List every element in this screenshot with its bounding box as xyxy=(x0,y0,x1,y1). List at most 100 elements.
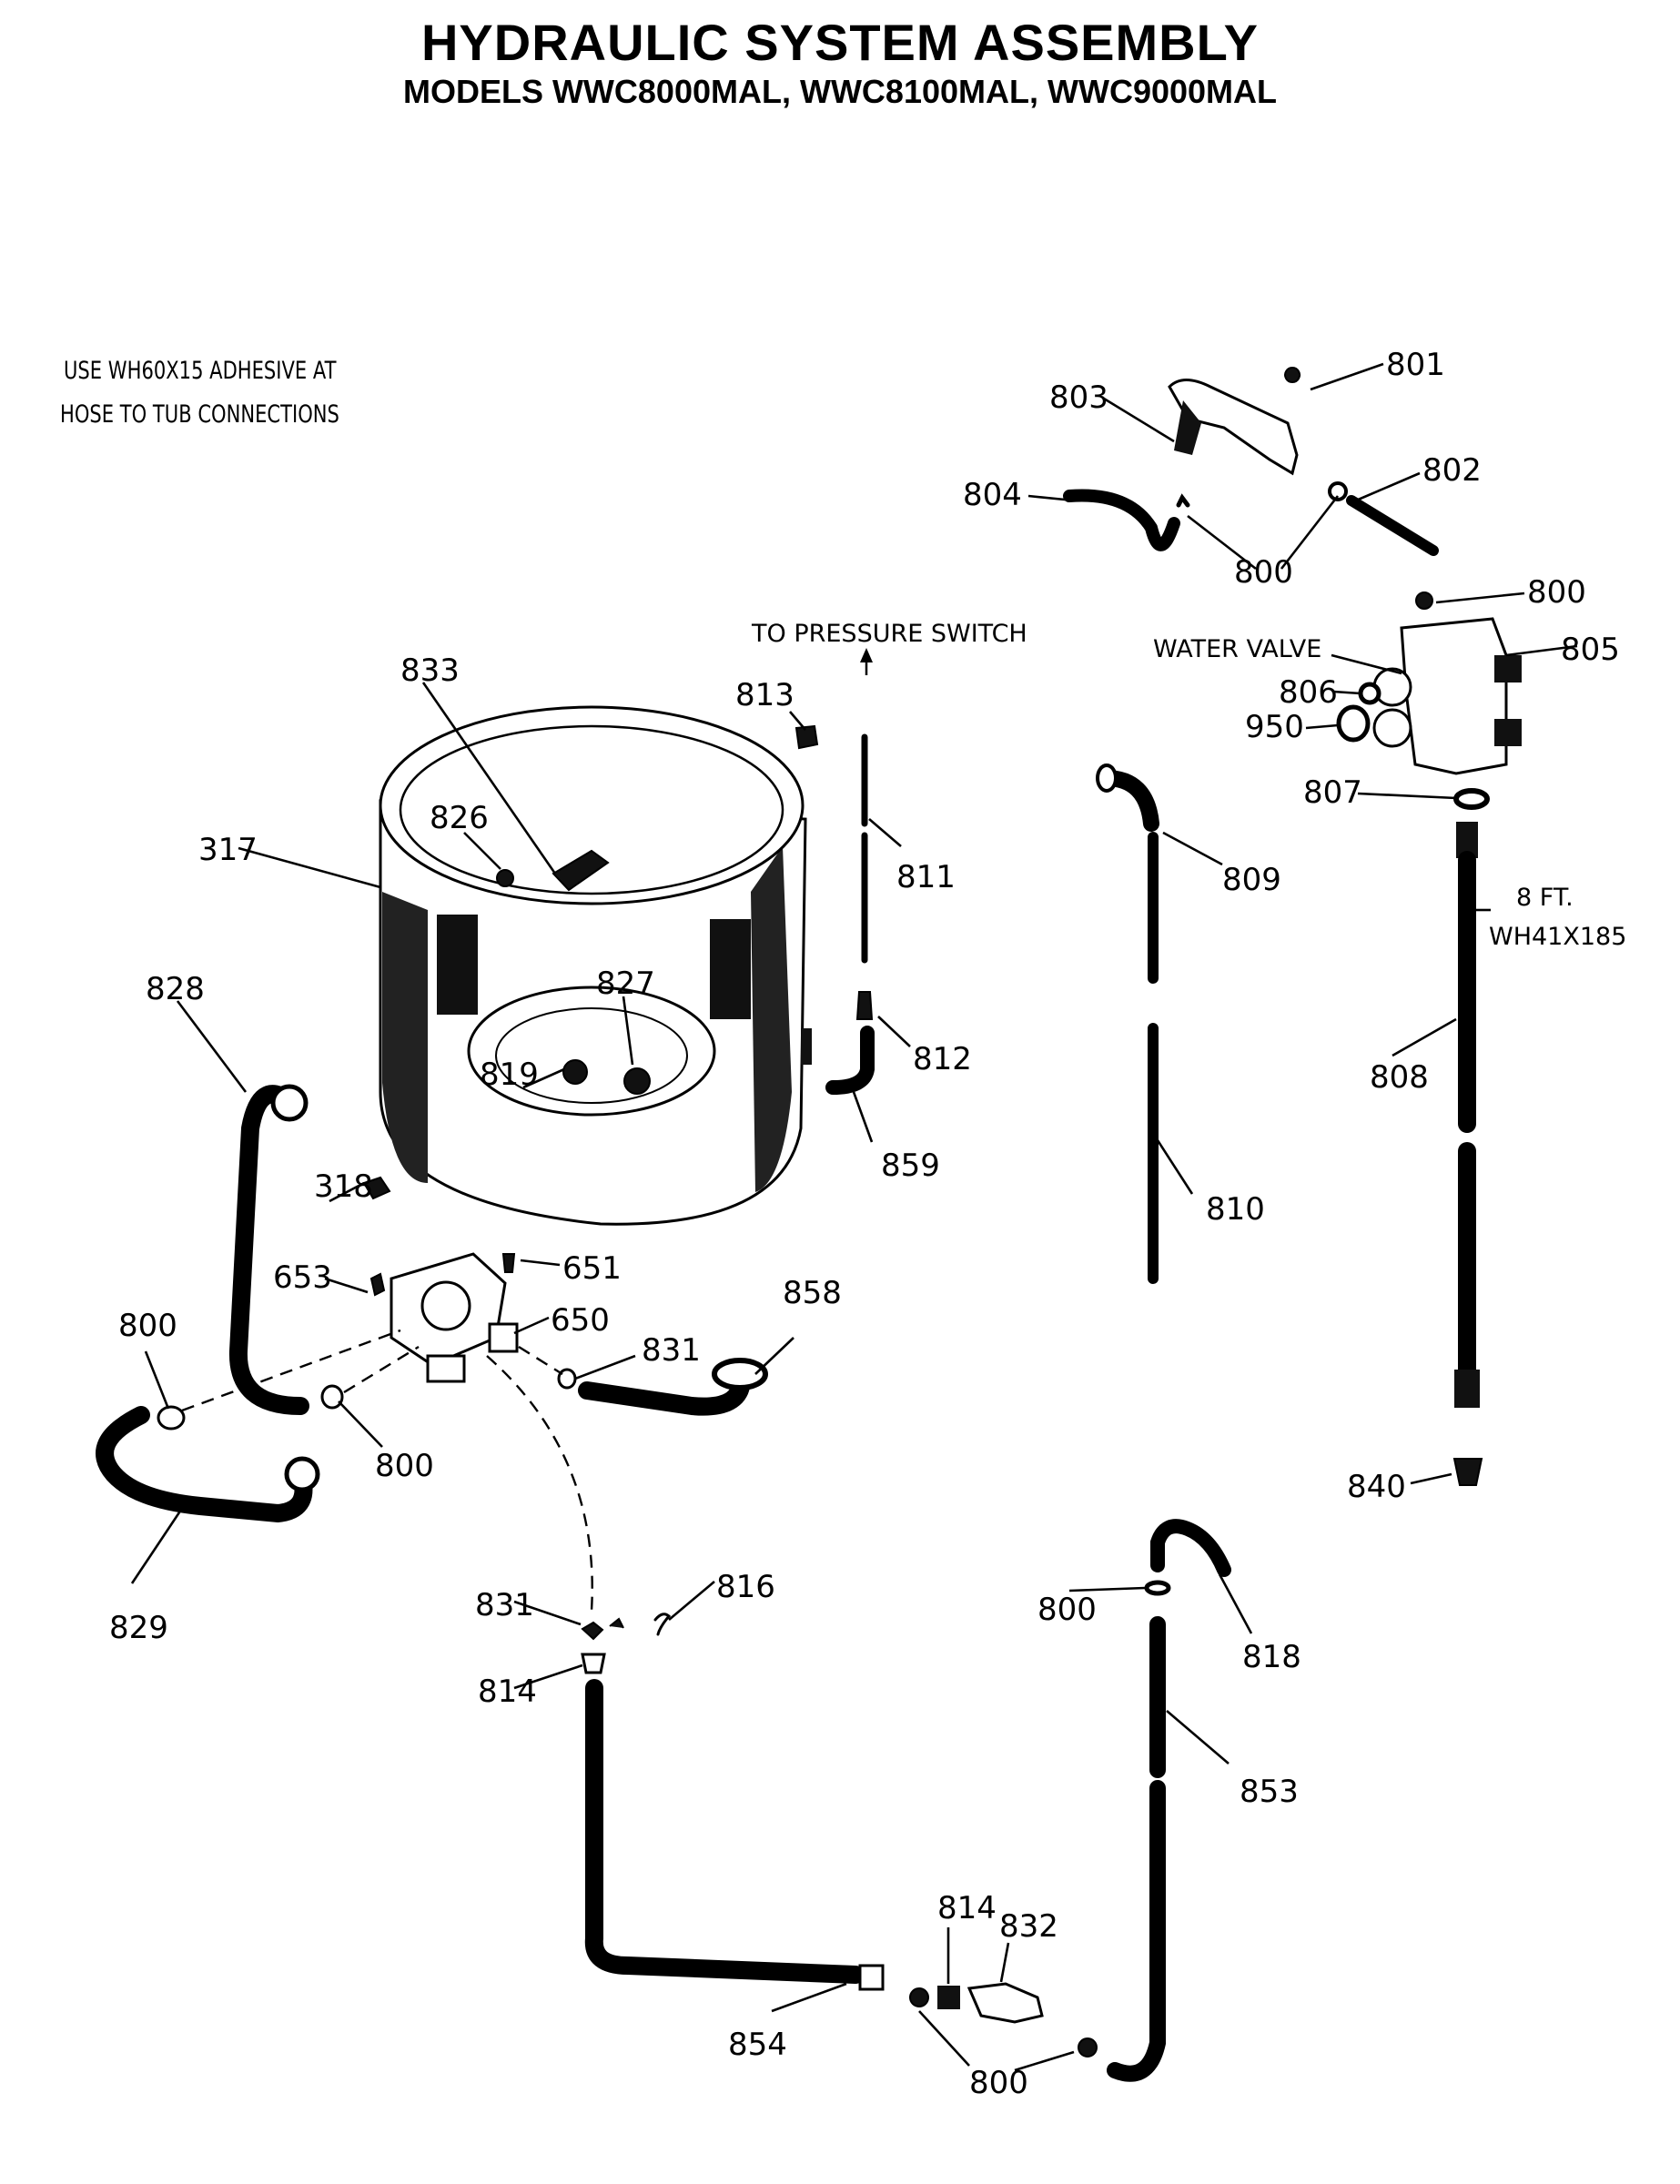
callout-829: 829 xyxy=(109,1610,168,1646)
callout-827: 827 xyxy=(596,966,655,1002)
callout-808: 808 xyxy=(1370,1059,1429,1096)
clamp-800-bottom-b xyxy=(1078,2037,1098,2058)
callout-800-valve: 800 xyxy=(1527,574,1586,611)
callout-831-low: 831 xyxy=(475,1587,534,1623)
valve-solenoid-1 xyxy=(1494,655,1522,682)
water-valve-assembly xyxy=(1336,592,1522,810)
callout-651: 651 xyxy=(562,1250,622,1287)
tub-shadow-left xyxy=(382,892,428,1183)
dash-drain xyxy=(486,1355,593,1612)
callout-859: 859 xyxy=(881,1148,940,1184)
tub-rim-inner xyxy=(399,724,784,895)
leader-lines xyxy=(130,362,1578,2072)
clamp-800-bottom-a xyxy=(909,1987,929,2007)
inlet-housing-803 xyxy=(1168,379,1299,476)
drain-hose-853 xyxy=(1107,1616,1166,2082)
water-valve-805 xyxy=(1400,617,1508,775)
coupling-814-bottom xyxy=(937,1986,960,2009)
pressure-switch-note: TO PRESSURE SWITCH xyxy=(751,620,1027,648)
adhesive-note-line2: HOSE TO TUB CONNECTIONS xyxy=(60,400,339,429)
pressure-arrow-head xyxy=(860,648,873,662)
pump-assembly xyxy=(362,1176,519,1383)
screen-950 xyxy=(1336,704,1371,743)
callout-318: 318 xyxy=(314,1168,373,1205)
clamp-831-low xyxy=(581,1617,624,1641)
hose-809-end xyxy=(1096,763,1118,793)
tub-fitting-827 xyxy=(623,1067,651,1095)
callout-814-low: 814 xyxy=(478,1673,537,1710)
hose-828-end xyxy=(270,1084,309,1122)
water-valve-note: WATER VALVE xyxy=(1153,635,1321,663)
drain-hose-854-end xyxy=(858,1964,885,1991)
callout-800-inlet: 800 xyxy=(1234,554,1293,591)
tub-bracket-left xyxy=(437,915,478,1015)
connector-832 xyxy=(967,1982,1044,2024)
callout-811: 811 xyxy=(896,859,956,895)
callout-803: 803 xyxy=(1049,379,1108,416)
tube-802 xyxy=(1346,495,1439,556)
clamp-800-drain xyxy=(1144,1580,1171,1596)
clamp-800-802 xyxy=(1328,481,1348,501)
clip-813 xyxy=(794,724,819,750)
clip-816 xyxy=(653,1613,672,1636)
valve-inlet-upper xyxy=(1372,667,1412,707)
tub-outlet-stub xyxy=(801,1028,812,1065)
washer-807 xyxy=(1453,788,1490,810)
pump-outlet-bottom xyxy=(426,1354,466,1383)
callout-800-bottom: 800 xyxy=(969,2065,1028,2101)
dash-858 xyxy=(518,1345,563,1376)
pump-body-650 xyxy=(390,1252,507,1367)
hose-828 xyxy=(228,1085,309,1415)
callout-832: 832 xyxy=(999,1908,1058,1945)
clamp-800-valve xyxy=(1415,592,1433,610)
callout-814-bottom: 814 xyxy=(937,1890,997,1926)
callout-813: 813 xyxy=(735,677,794,713)
tub-bottom xyxy=(467,986,716,1117)
dash-pump xyxy=(343,1345,420,1394)
hose-859 xyxy=(825,1026,875,1095)
clamp-800-left xyxy=(157,1405,186,1431)
callout-819: 819 xyxy=(480,1057,539,1093)
pump-outlet-right xyxy=(488,1322,519,1353)
callout-800-left: 800 xyxy=(118,1308,177,1344)
callout-816: 816 xyxy=(716,1569,775,1605)
valve-inlet-lower xyxy=(1372,708,1412,748)
clamp-800-top xyxy=(1176,493,1190,508)
screw-653 xyxy=(369,1272,386,1297)
hose-804 xyxy=(1063,489,1180,551)
callout-653: 653 xyxy=(273,1259,332,1296)
callout-802: 802 xyxy=(1422,452,1482,489)
fill-hose-bottom-fitting xyxy=(1454,1370,1480,1408)
callout-818: 818 xyxy=(1242,1639,1301,1675)
hose-length-note: 8 FT. xyxy=(1516,884,1574,912)
callout-833: 833 xyxy=(400,652,460,689)
callout-950: 950 xyxy=(1245,709,1304,745)
callout-800-pump: 800 xyxy=(375,1448,434,1484)
clamp-800-pump xyxy=(320,1384,344,1410)
pump-impeller-housing xyxy=(420,1280,471,1331)
callout-805: 805 xyxy=(1561,632,1620,668)
screw-801 xyxy=(1284,367,1300,383)
clip-318 xyxy=(362,1176,391,1200)
tub-shadow-right xyxy=(751,846,792,1192)
hose-829 xyxy=(96,1406,313,1523)
siphon-break-833 xyxy=(552,849,610,892)
drain-hook-818 xyxy=(1150,1519,1231,1577)
hose-829-end xyxy=(284,1456,320,1492)
callout-801: 801 xyxy=(1386,347,1445,383)
hose-part-number: WH41X185 xyxy=(1489,923,1626,951)
callout-858: 858 xyxy=(783,1275,842,1311)
washer-806 xyxy=(1358,682,1381,705)
callout-831-right: 831 xyxy=(642,1332,701,1369)
callout-826: 826 xyxy=(430,800,489,836)
callout-812: 812 xyxy=(913,1041,972,1077)
callout-650: 650 xyxy=(551,1302,610,1339)
dash-left xyxy=(181,1329,401,1412)
tub-bottom-ring xyxy=(495,1007,688,1104)
inlet-housing-shadow xyxy=(1174,400,1201,455)
callout-854: 854 xyxy=(728,2027,787,2063)
valve-solenoid-2 xyxy=(1494,719,1522,746)
callout-800-drain: 800 xyxy=(1037,1592,1097,1628)
callout-810: 810 xyxy=(1206,1191,1265,1228)
